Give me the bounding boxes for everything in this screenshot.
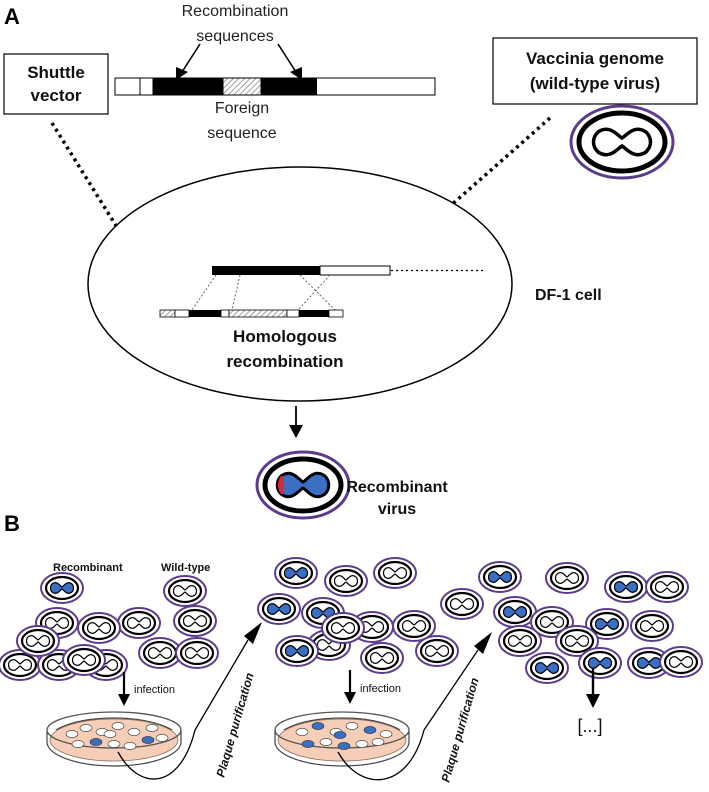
- df1-cell: [87, 166, 513, 402]
- recombinant-virus-label: Recombinant: [346, 479, 448, 496]
- virus-pop3-9-wildtype: [498, 625, 542, 657]
- virus-pop2-7-wildtype: [392, 610, 436, 642]
- vaccinia-genome-strand: [212, 265, 484, 276]
- vaccinia-genome-label: Vaccinia genome: [526, 49, 664, 68]
- virus-pop2-2-wildtype: [324, 565, 368, 597]
- virus-pop2-10-wildtype: [415, 635, 459, 667]
- virus-pop2-1-recombinant: [274, 557, 318, 589]
- virus-pop3-7-recombinant: [585, 608, 629, 640]
- plaque-purification-arrow-1: [117, 622, 262, 780]
- crossover-lines: [191, 274, 336, 311]
- petri-dishes: [46, 711, 410, 767]
- df1-cell-label: DF-1 cell: [535, 287, 602, 304]
- recombination-sequences-label-2: sequences: [196, 28, 273, 45]
- shuttle-vector-strand: [159, 309, 344, 318]
- virus-pop1-1-recombinant: [40, 572, 84, 604]
- recombinant-virus-label-2: virus: [378, 501, 416, 518]
- wild-type-legend-label: Wild-type: [161, 562, 210, 574]
- continuation-arrow: [586, 668, 600, 708]
- virus-pop3-12-recombinant: [525, 652, 569, 684]
- virus-pop2-12-wildtype: [321, 612, 365, 644]
- recombinant-virus-icon: [255, 450, 351, 520]
- virus-pop3-11-recombinant: [578, 647, 622, 679]
- plaque-purification-label-2: Plaque purification: [438, 676, 481, 784]
- virus-pop1-13-wildtype: [16, 625, 60, 657]
- virus-pop3-10-wildtype: [555, 625, 599, 657]
- shuttle-vector-label-2: vector: [30, 86, 81, 105]
- homologous-recombination-label-2: recombination: [226, 352, 343, 371]
- virus-pop3-4-wildtype: [645, 571, 689, 603]
- virus-pop1-7-wildtype: [138, 637, 182, 669]
- recombination-sequences-label: Recombination: [182, 3, 289, 20]
- virus-pop1-12-wildtype: [62, 644, 106, 676]
- virus-pop3-2-wildtype: [545, 562, 589, 594]
- virus-populations: [0, 557, 703, 684]
- recombinant-legend-label: Recombinant: [53, 562, 123, 574]
- down-arrow-recombinant: [289, 406, 303, 438]
- virus-pop3-5-recombinant: [493, 596, 537, 628]
- vaccinia-genome-label-2: (wild-type virus): [530, 74, 660, 93]
- petri-dish-1: [46, 711, 182, 767]
- virus-pop1-6-wildtype: [77, 612, 121, 644]
- infection-arrow-2: [344, 670, 356, 704]
- virus-pop1-9-wildtype: [0, 649, 42, 681]
- foreign-sequence-label: Foreign: [215, 100, 269, 117]
- recombination-pointer-arrows: [176, 43, 302, 80]
- panel-b-letter: B: [4, 511, 20, 536]
- virus-pop3-3-recombinant: [604, 571, 648, 603]
- foreign-sequence-label-2: sequence: [207, 125, 276, 142]
- virus-pop3-8-wildtype: [630, 610, 674, 642]
- vaccinia-genome-box: Vaccinia genome (wild-type virus): [492, 37, 698, 105]
- ellipsis-label: [...]: [577, 716, 602, 736]
- virus-pop1-4-wildtype: [117, 607, 161, 639]
- virus-pop2-11-recombinant: [275, 635, 319, 667]
- plaque-purification-arrow-2: [337, 632, 492, 781]
- shuttle-vector-construct: [114, 77, 436, 96]
- virus-pop2-3-wildtype: [373, 557, 417, 589]
- virus-pop3-14-wildtype: [659, 646, 703, 678]
- homologous-recombination-label: Homologous: [233, 327, 337, 346]
- virus-pop1-8-wildtype: [175, 637, 219, 669]
- infection-arrow-1: [118, 672, 130, 706]
- virus-pop2-9-wildtype: [360, 642, 404, 674]
- virus-pop1-2-wildtype: [163, 575, 207, 607]
- virus-pop3-1-recombinant: [478, 561, 522, 593]
- virus-pop2-4-recombinant: [257, 593, 301, 625]
- infection-label-2: infection: [360, 683, 401, 695]
- virus-pop1-5-wildtype: [173, 605, 217, 637]
- petri-dish-2: [274, 711, 410, 767]
- infection-label-1: infection: [134, 684, 175, 696]
- virus-pop3-15-wildtype: [440, 588, 484, 620]
- shuttle-vector-label: Shuttle: [27, 63, 85, 82]
- shuttle-vector-box: Shuttle vector: [3, 53, 109, 115]
- wild-type-virus-icon: [569, 104, 675, 180]
- panel-a-letter: A: [4, 4, 20, 29]
